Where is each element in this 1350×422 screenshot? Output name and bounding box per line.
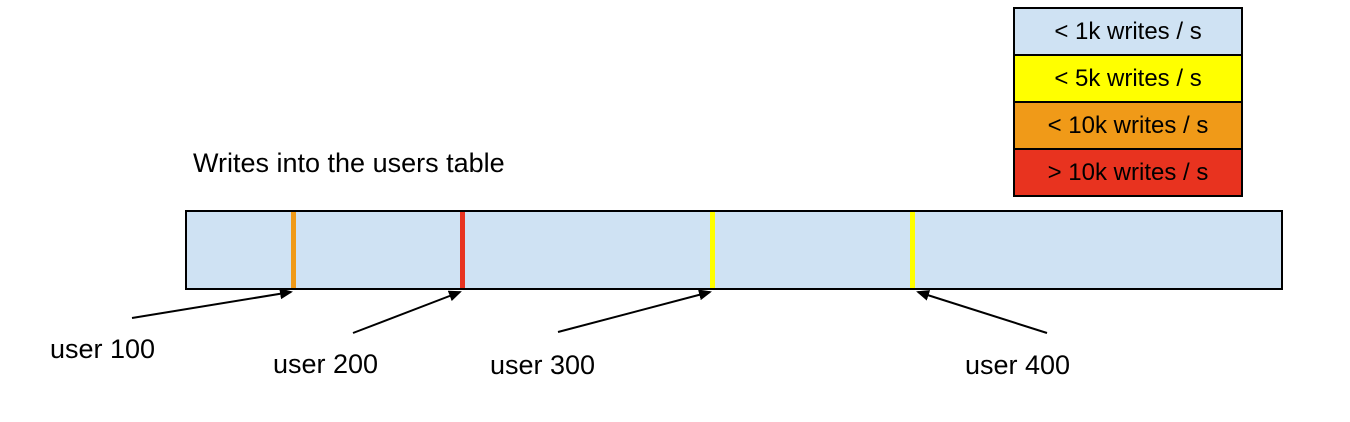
legend-item-lt-5k: < 5k writes / s	[1015, 56, 1241, 103]
marker-user-100	[291, 212, 296, 288]
legend: < 1k writes / s < 5k writes / s < 10k wr…	[1013, 7, 1243, 197]
marker-user-200	[460, 212, 465, 288]
callout-label-user-100: user 100	[50, 334, 156, 364]
legend-item-lt-10k: < 10k writes / s	[1015, 103, 1241, 150]
users-table-bar	[185, 210, 1283, 290]
callout-label-user-200: user 200	[273, 349, 379, 379]
legend-item-label: < 1k writes / s	[1054, 17, 1202, 45]
callout-label-user-300: user 300	[490, 350, 596, 380]
legend-item-lt-1k: < 1k writes / s	[1015, 9, 1241, 56]
marker-user-300	[710, 212, 715, 288]
diagram-title: Writes into the users table	[193, 148, 505, 178]
legend-item-label: < 5k writes / s	[1054, 64, 1202, 92]
callout-label-user-400: user 400	[965, 350, 1071, 380]
marker-user-400	[910, 212, 915, 288]
legend-item-label: < 10k writes / s	[1047, 111, 1209, 139]
legend-item-label: > 10k writes / s	[1047, 158, 1209, 186]
legend-item-gt-10k: > 10k writes / s	[1015, 150, 1241, 195]
